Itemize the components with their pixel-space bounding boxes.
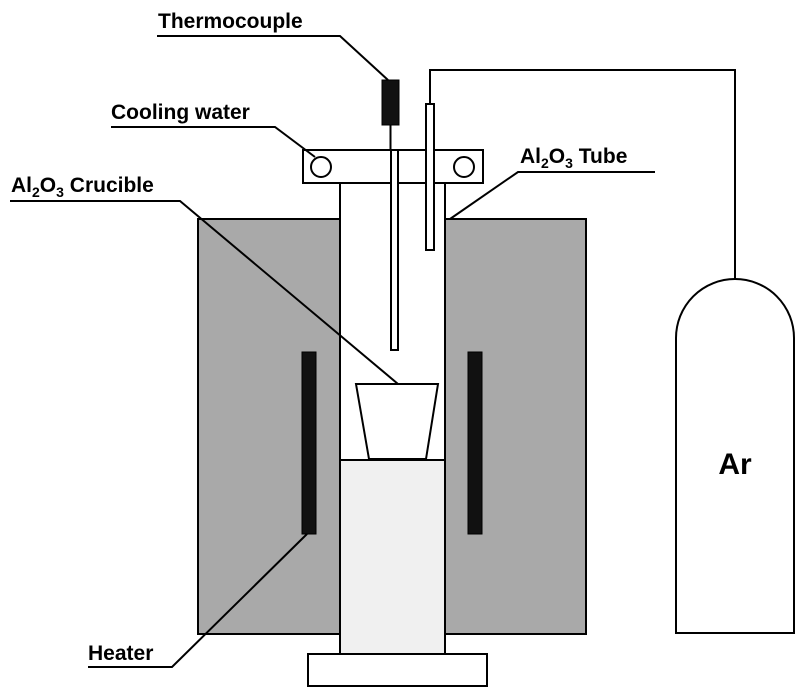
crucible-label-sub-2: 2 bbox=[32, 184, 40, 200]
tube-label-sub-2: 2 bbox=[541, 155, 549, 171]
gas-inlet-tube bbox=[425, 103, 435, 251]
crucible-label-al: Al bbox=[11, 174, 32, 197]
tube-label-o: O bbox=[549, 145, 565, 168]
cooling-port-left bbox=[310, 156, 332, 178]
crucible-leader bbox=[10, 200, 399, 385]
heater-right bbox=[467, 351, 483, 535]
heater-leader bbox=[88, 533, 308, 668]
pedestal bbox=[339, 459, 446, 655]
thermocouple-leader bbox=[157, 35, 389, 81]
gas-line bbox=[429, 69, 736, 283]
thermocouple-head bbox=[381, 79, 400, 126]
crucible bbox=[354, 383, 440, 460]
crucible-label-o: O bbox=[40, 174, 56, 197]
heater-left bbox=[301, 351, 317, 535]
cooling-water-label: Cooling water bbox=[111, 101, 250, 124]
thermocouple-label: Thermocouple bbox=[158, 10, 303, 33]
tube-leader bbox=[449, 171, 655, 220]
gas-label: Ar bbox=[718, 448, 752, 481]
tube-label-tube: Tube bbox=[573, 145, 627, 168]
base-plate bbox=[307, 653, 488, 687]
cooling-water-leader bbox=[111, 126, 316, 158]
tube-label-al: Al bbox=[520, 145, 541, 168]
crucible-label: Al2O3 Crucible bbox=[11, 174, 154, 200]
tube-label: Al2O3 Tube bbox=[520, 145, 627, 171]
ar-cylinder bbox=[675, 278, 795, 634]
cooling-port-right bbox=[453, 156, 475, 178]
thermocouple-rod bbox=[390, 149, 399, 351]
crucible-label-sub-3: 3 bbox=[56, 184, 64, 200]
tube-label-sub-3: 3 bbox=[565, 155, 573, 171]
crucible-label-crucible: Crucible bbox=[64, 174, 154, 197]
heater-label: Heater bbox=[88, 642, 153, 665]
